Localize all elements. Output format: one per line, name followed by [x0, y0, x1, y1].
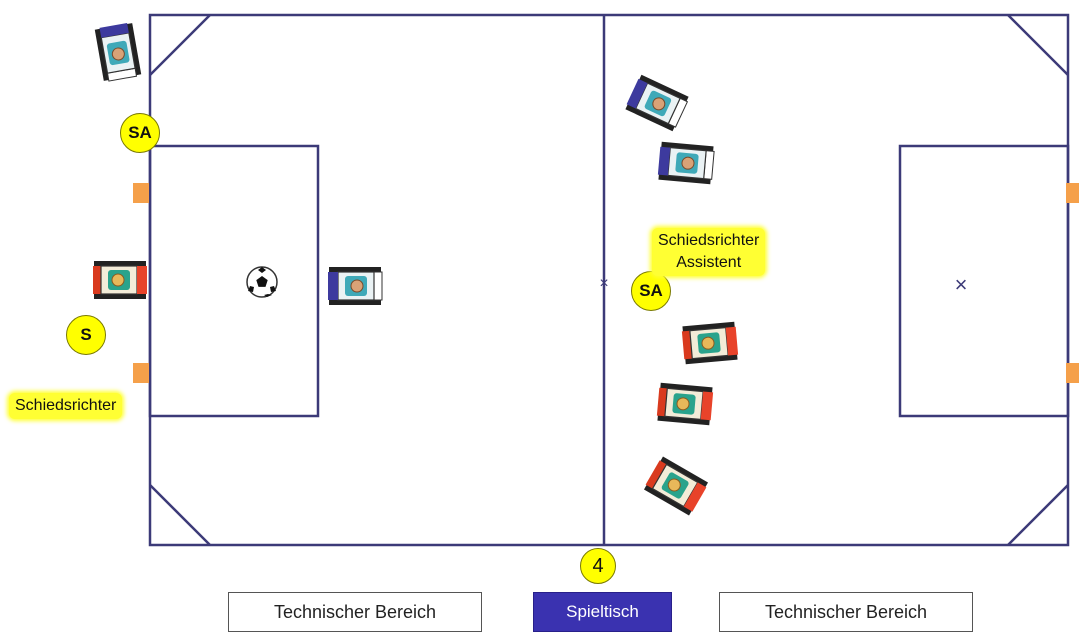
referee-badge: S [66, 315, 106, 355]
assistant-referee-badge: SA [631, 271, 671, 311]
soccer-ball-icon [246, 266, 278, 298]
corner-marks [149, 14, 1069, 546]
scorer-table: Spieltisch [533, 592, 672, 632]
left-penalty-area [148, 144, 320, 418]
assistant-referee-label: Schiedsrichter Assistent [652, 228, 766, 276]
wheelchair-player-icon [327, 266, 383, 306]
assistant-referee-badge: SA [120, 113, 160, 153]
wheelchair-player-icon [94, 21, 142, 83]
fourth-official-badge: 4 [580, 548, 616, 584]
technical-area-right: Technischer Bereich [719, 592, 973, 632]
technical-area-left: Technischer Bereich [228, 592, 482, 632]
goal-markers [133, 183, 1079, 383]
field-boundary [148, 13, 1070, 547]
assistant-referee-label-line1: Schiedsrichter [658, 232, 760, 249]
wheelchair-player-icon [656, 141, 716, 185]
wheelchair-player-icon [92, 260, 148, 300]
penalty-mark: × [955, 272, 968, 297]
wheelchair-player-icon [655, 382, 715, 426]
center-mark: × [599, 275, 608, 292]
right-penalty-area [898, 144, 1070, 418]
referee-label: Schiedsrichter [9, 393, 123, 419]
wheelchair-player-icon [680, 321, 740, 365]
assistant-referee-label-line2: Assistent [676, 254, 742, 271]
